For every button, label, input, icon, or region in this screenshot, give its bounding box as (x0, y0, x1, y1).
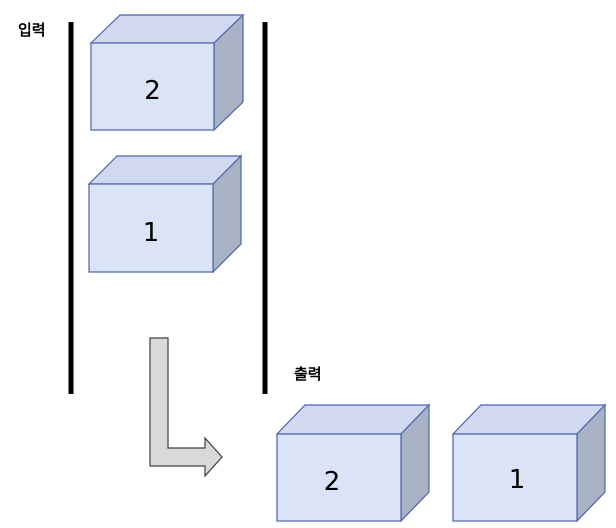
output-box-second-value: 1 (509, 465, 526, 495)
output-box-first-value: 2 (324, 467, 341, 497)
stack-box-bottom-value: 1 (143, 218, 160, 248)
stack-box-top-value: 2 (144, 76, 161, 106)
output-box-first: 2 (275, 403, 431, 523)
bent-arrow-icon (149, 337, 223, 478)
input-label: 입력 (18, 21, 46, 39)
stack-box-bottom: 1 (87, 154, 243, 274)
output-label: 출력 (294, 365, 322, 383)
stack-box-top: 2 (89, 13, 245, 132)
output-box-second: 1 (451, 403, 607, 523)
